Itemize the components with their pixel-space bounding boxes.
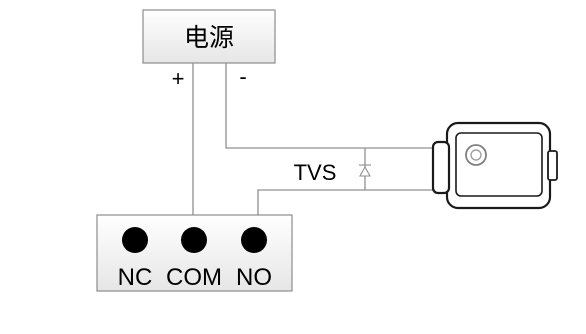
no-wire (257, 189, 433, 215)
power-supply-label: 电源 (184, 24, 234, 52)
terminal-dot-nc (122, 227, 148, 253)
relay-terminal-block: NC COM NO (96, 214, 293, 292)
terminal-label-com: COM (166, 264, 222, 291)
terminal-label-no: NO (236, 264, 272, 291)
power-supply-box (142, 9, 276, 64)
wires (192, 63, 433, 215)
terminal-label-nc: NC (118, 264, 153, 291)
terminal-dot-com (181, 227, 207, 253)
tvs-label: TVS (294, 160, 337, 185)
tvs-diode-icon (359, 164, 371, 177)
power-supply: 电源 + - (142, 9, 276, 91)
negative-terminal-label: - (239, 64, 246, 89)
electric-lock-icon (431, 121, 558, 210)
positive-terminal-label: + (172, 66, 185, 91)
negative-wire (225, 63, 433, 149)
terminal-dot-no (241, 227, 267, 253)
